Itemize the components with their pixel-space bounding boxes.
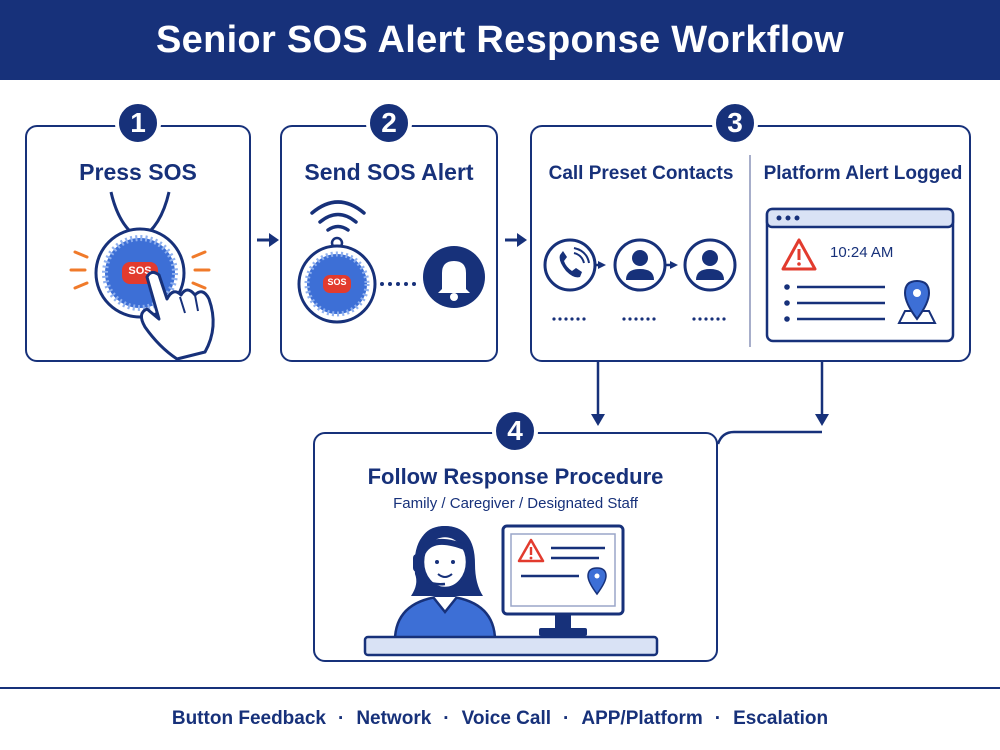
alert-time: 10:24 AM — [830, 244, 894, 261]
platform-window-icon — [765, 207, 955, 343]
sos-device-text: SOS — [327, 277, 347, 287]
footer-item-button-feedback: Button Feedback — [171, 708, 326, 729]
footer-separator: · — [563, 708, 570, 729]
monitor-icon — [501, 524, 625, 636]
title-bar: Senior SOS Alert Response Workflow — [0, 0, 1000, 80]
pointing-hand-icon — [140, 270, 215, 361]
footer-divider — [0, 687, 1000, 689]
operator-headset-icon — [363, 525, 659, 657]
wifi-signal-icon — [310, 200, 366, 232]
footer-features: Button Feedback · Network · Voice Call · APP/P… — [0, 708, 1000, 730]
sos-button-text: SOS — [128, 265, 152, 277]
step-4-label: Follow Response Procedure — [367, 464, 664, 489]
step-1-number: 1 — [115, 100, 161, 146]
step-4-number: 4 — [492, 408, 538, 454]
footer-separator: · — [337, 708, 345, 729]
footer-item-network: Network — [356, 708, 432, 729]
bell-icon — [423, 246, 485, 308]
step-3-panel: Call Preset Contacts Platform Alert Logg… — [530, 125, 971, 362]
call-contacts-label: Call Preset Contacts — [548, 163, 734, 184]
footer-separator: · — [443, 708, 450, 729]
step-2-label: Send SOS Alert — [304, 159, 474, 185]
footer-item-escalation: Escalation — [733, 708, 829, 729]
monitor-warning-icon — [517, 538, 545, 563]
footer-item-voice-call: Voice Call — [461, 708, 552, 729]
platform-alert-label: Platform Alert Logged — [763, 163, 963, 184]
footer-item-app-platform: APP/Platform — [581, 708, 703, 729]
contacts-sequence — [543, 238, 737, 321]
footer-separator: · — [714, 708, 722, 729]
step-1-label: Press SOS — [79, 159, 197, 185]
location-pin-icon — [897, 279, 937, 324]
step-4-caption: Family / Caregiver / Designated Staff — [393, 495, 638, 512]
step-3-divider — [749, 155, 751, 347]
warning-icon — [781, 238, 817, 271]
step-2-panel: Send SOS Alert SOS — [280, 125, 498, 362]
step-4-panel: Follow Response Procedure Family / Careg… — [313, 432, 718, 662]
arrow-step2-to-step3 — [505, 233, 527, 247]
step-3-number: 3 — [712, 100, 758, 146]
sos-device-icon — [297, 236, 416, 324]
monitor-location-pin-icon — [587, 567, 607, 596]
page-title: Senior SOS Alert Response Workflow — [155, 18, 844, 61]
step-2-number: 2 — [366, 100, 412, 146]
step-1-panel: Press SOS SOS — [25, 125, 251, 362]
arrow-step1-to-step2 — [257, 233, 279, 247]
